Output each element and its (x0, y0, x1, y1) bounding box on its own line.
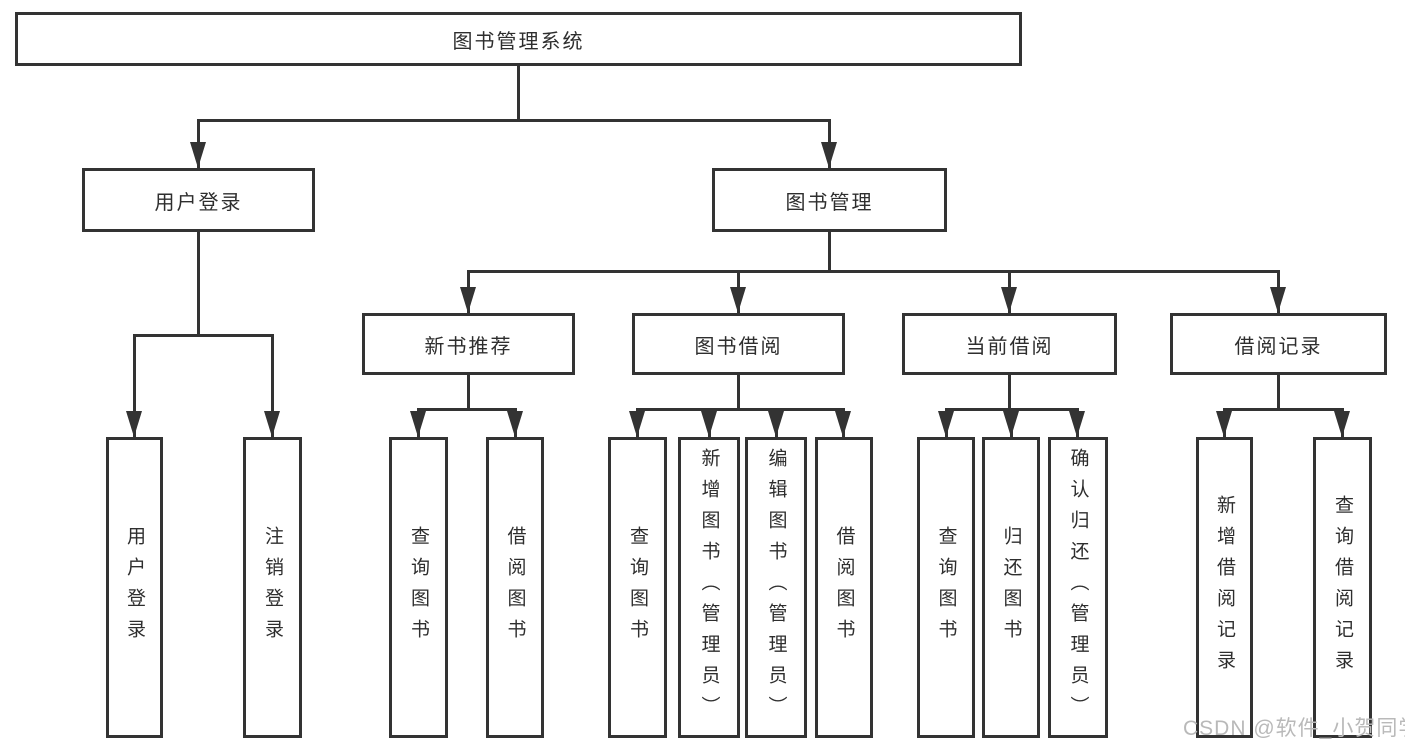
leaf-borrow-books-2-label: 借阅图书 (833, 525, 855, 650)
leaf-query-borrow-record: 查询借阅记录 (1313, 437, 1372, 738)
arrowhead-current-borrow (1001, 287, 1017, 313)
connector-g3-hline (636, 408, 845, 411)
node-book-borrow-label: 图书借阅 (694, 335, 783, 358)
connector-user-login-hline (133, 334, 274, 337)
node-user-login-label: 用户登录 (154, 191, 243, 214)
arrowhead-g4-leaf3 (1069, 411, 1085, 437)
leaf-add-borrow-record-label: 新增借阅记录 (1214, 494, 1235, 681)
node-root: 图书管理系统 (15, 12, 1022, 66)
leaf-borrow-books-1-label: 借阅图书 (504, 525, 526, 650)
node-current-borrow-label: 当前借阅 (965, 335, 1054, 358)
arrowhead-g3-leaf4 (835, 411, 851, 437)
arrowhead-g3-leaf3 (768, 411, 784, 437)
arrowhead-g5-leaf2 (1334, 411, 1350, 437)
connector-root-stem (517, 65, 520, 121)
csdn-watermark: CSDN @软件_小贺同学 (1183, 717, 1405, 740)
connector-g5-hline (1223, 408, 1343, 411)
arrowhead-user-login (190, 142, 206, 168)
leaf-confirm-return-admin-label: 确认归还（管理员） (1067, 448, 1089, 727)
arrowhead-book-mgmt (821, 142, 837, 168)
node-book-mgmt-label: 图书管理 (785, 191, 874, 214)
node-borrow-records-label: 借阅记录 (1234, 335, 1323, 358)
leaf-return-books: 归还图书 (982, 437, 1040, 738)
connector-level2-hline (197, 119, 831, 122)
leaf-query-books-1-label: 查询图书 (408, 525, 429, 650)
leaf-query-books-2-label: 查询图书 (627, 525, 648, 650)
node-current-borrow: 当前借阅 (902, 313, 1117, 375)
node-user-login: 用户登录 (82, 168, 315, 232)
node-new-book-rec-label: 新书推荐 (424, 335, 513, 358)
node-book-mgmt: 图书管理 (712, 168, 947, 232)
connector-arrow-login-leaf-stem (133, 334, 136, 437)
leaf-query-books-3-label: 查询图书 (935, 525, 957, 650)
leaf-borrow-books-2: 借阅图书 (815, 437, 873, 738)
node-new-book-rec: 新书推荐 (362, 313, 575, 375)
leaf-query-books-3: 查询图书 (917, 437, 975, 738)
leaf-query-books-2: 查询图书 (608, 437, 667, 738)
leaf-return-books-label: 归还图书 (1000, 525, 1022, 650)
connector-g2-hline (417, 408, 517, 411)
leaf-add-borrow-record: 新增借阅记录 (1196, 437, 1253, 738)
connector-g3-stem (737, 375, 740, 411)
leaf-borrow-books-1: 借阅图书 (486, 437, 544, 738)
leaf-logout: 注销登录 (243, 437, 302, 738)
arrowhead-g5-leaf1 (1216, 411, 1232, 437)
arrowhead-g3-leaf1 (629, 411, 645, 437)
arrowhead-g3-leaf2 (701, 411, 717, 437)
connector-user-login-stem (197, 232, 200, 337)
leaf-confirm-return-admin: 确认归还（管理员） (1048, 437, 1108, 738)
arrowhead-logout-leaf (264, 411, 280, 437)
arrowhead-login-leaf (126, 411, 142, 437)
leaf-query-books-1: 查询图书 (389, 437, 448, 738)
leaf-add-books-admin: 新增图书（管理员） (678, 437, 740, 738)
connector-g5-stem (1277, 375, 1280, 411)
connector-g4-stem (1008, 375, 1011, 411)
connector-book-mgmt-stem (828, 232, 831, 273)
leaf-user-login-label: 用户登录 (124, 525, 145, 650)
node-root-label: 图书管理系统 (452, 30, 585, 53)
arrowhead-g2-leaf2 (507, 411, 523, 437)
arrowhead-g4-leaf2 (1003, 411, 1019, 437)
arrowhead-g2-leaf1 (410, 411, 426, 437)
leaf-edit-books-admin: 编辑图书（管理员） (745, 437, 807, 738)
connector-g2-stem (467, 375, 470, 411)
arrowhead-borrow-record (1270, 287, 1286, 313)
arrowhead-g4-leaf1 (938, 411, 954, 437)
node-borrow-records: 借阅记录 (1170, 313, 1387, 375)
connector-level3-hline (467, 270, 1280, 273)
leaf-query-borrow-record-label: 查询借阅记录 (1332, 494, 1353, 681)
arrowhead-book-borrow (730, 287, 746, 313)
leaf-add-books-admin-label: 新增图书（管理员） (698, 448, 720, 727)
connector-arrow-logout-leaf-stem (271, 334, 274, 437)
leaf-edit-books-admin-label: 编辑图书（管理员） (765, 448, 787, 727)
node-book-borrow: 图书借阅 (632, 313, 845, 375)
leaf-user-login: 用户登录 (106, 437, 163, 738)
arrowhead-new-book (460, 287, 476, 313)
leaf-logout-label: 注销登录 (262, 525, 283, 650)
